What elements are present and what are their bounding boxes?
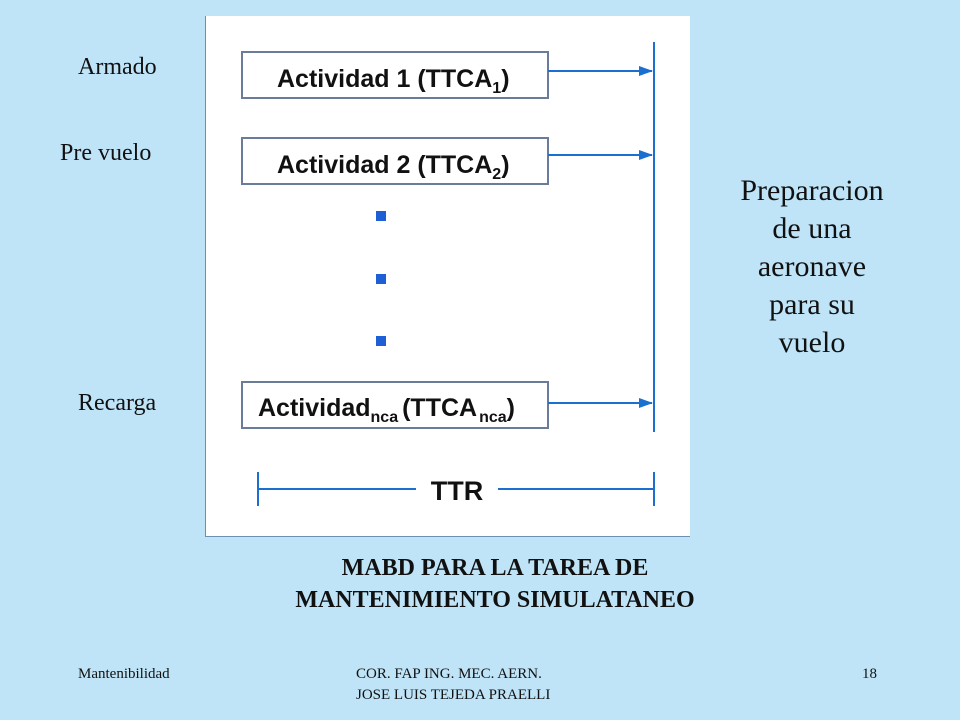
activity-nca-box xyxy=(241,381,549,429)
description-line: Preparacion xyxy=(740,174,884,207)
description-line: de una xyxy=(772,212,852,245)
activity-2: Actividad 2 (TTCA2) xyxy=(241,137,653,185)
activity-1: Actividad 1 (TTCA1) xyxy=(241,51,653,99)
footer-author-line: JOSE LUIS TEJEDA PRAELLI xyxy=(356,687,551,703)
footer-center: COR. FAP ING. MEC. AERN. JOSE LUIS TEJED… xyxy=(356,664,550,706)
description-line: para su xyxy=(769,288,855,321)
page-number: 18 xyxy=(862,666,877,682)
ttr-label: TTR xyxy=(431,476,483,506)
slide-caption: MABD PARA LA TAREA DE MANTENIMIENTO SIMU… xyxy=(205,552,785,616)
activity-2-label: Actividad 2 (TTCA2) xyxy=(277,151,510,183)
label-recarga: Recarga xyxy=(78,390,157,416)
label-armado: Armado xyxy=(78,54,157,80)
caption-line: MANTENIMIENTO SIMULATANEO xyxy=(295,587,695,613)
caption-line: MABD PARA LA TAREA DE xyxy=(341,555,649,581)
diagram-panel: Actividad 1 (TTCA1) Actividad 2 (TTCA2) … xyxy=(205,16,690,537)
description-line: vuelo xyxy=(778,326,846,359)
activity-2-box xyxy=(241,137,549,185)
activity-diagram: Actividad 1 (TTCA1) Actividad 2 (TTCA2) … xyxy=(241,42,655,506)
activity-1-box xyxy=(241,51,549,99)
continuation-dot xyxy=(376,211,386,221)
continuation-dot xyxy=(376,274,386,284)
label-pre-vuelo: Pre vuelo xyxy=(60,140,152,166)
footer-left: Mantenibilidad xyxy=(78,666,170,682)
footer-author-line: COR. FAP ING. MEC. AERN. xyxy=(356,666,542,682)
continuation-dot xyxy=(376,336,386,346)
ttr-span: TTR xyxy=(257,472,655,506)
activity-1-label: Actividad 1 (TTCA1) xyxy=(277,65,510,97)
description-line: aeronave xyxy=(757,250,867,283)
diagram-description: Preparacion de una aeronave para su vuel… xyxy=(722,172,902,362)
